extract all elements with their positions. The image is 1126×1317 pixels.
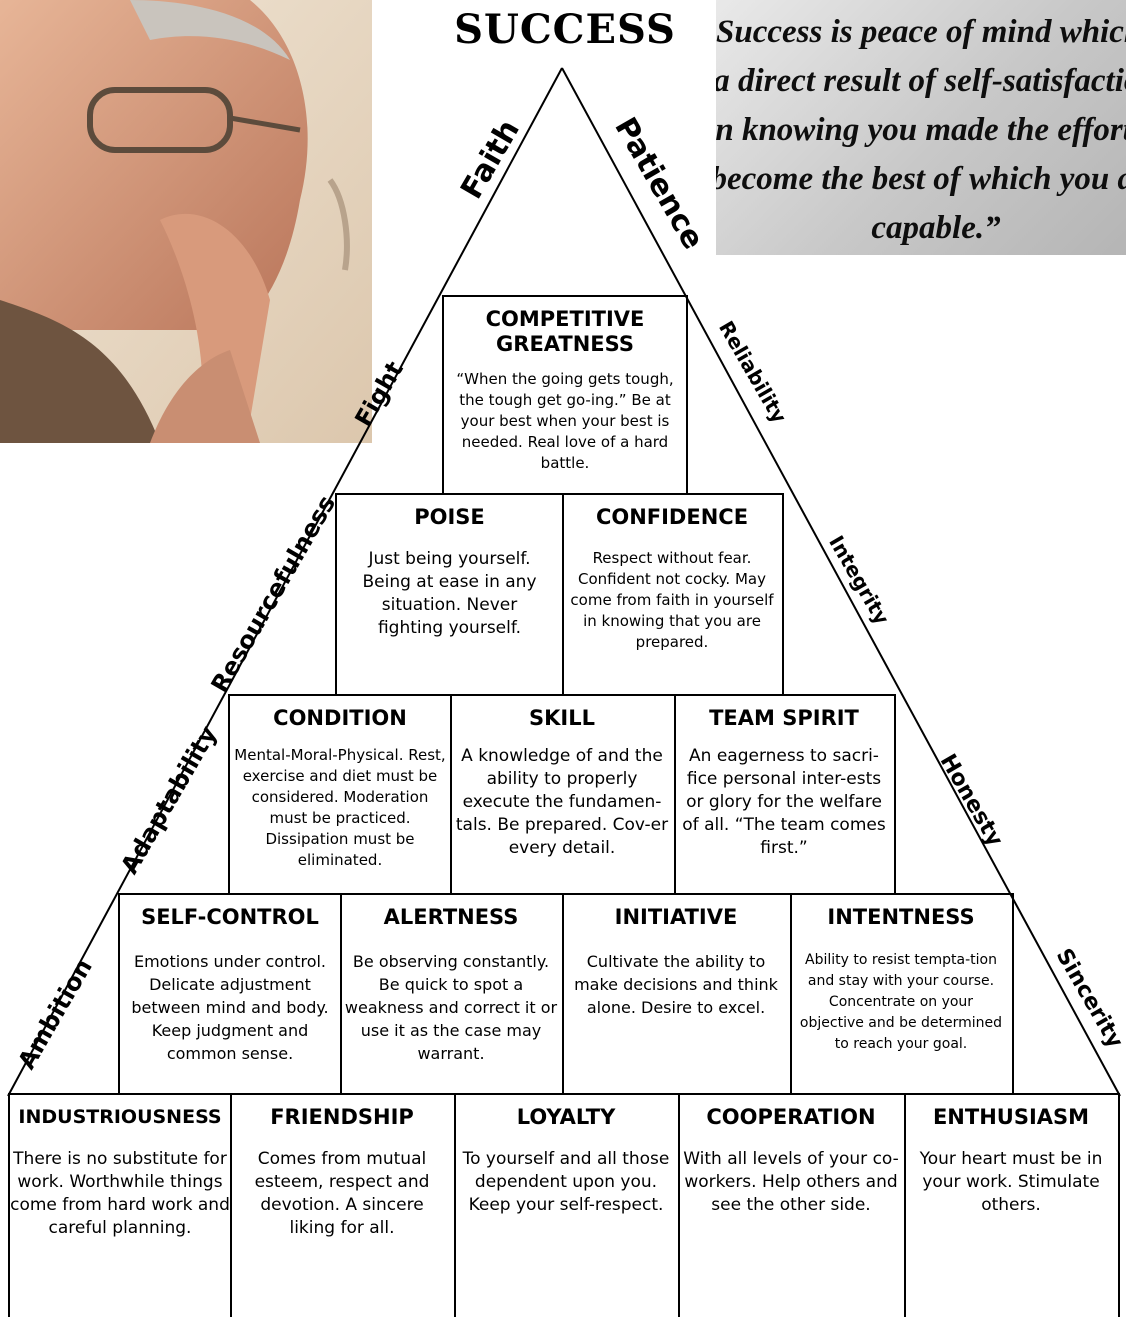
pyramid-left-edge xyxy=(7,67,563,1097)
block-text: An eagerness to sacri-fice personal inte… xyxy=(682,746,886,858)
block-text: Mental-Moral-Physical. Rest, exercise an… xyxy=(234,746,446,869)
block-title: INDUSTRIOUSNESS xyxy=(18,1106,222,1128)
block-title: SELF-CONTROL xyxy=(141,905,319,929)
block-title: TEAM SPIRIT xyxy=(709,706,859,730)
block-team-spirit: TEAM SPIRIT An eagerness to sacri-fice p… xyxy=(674,694,896,893)
block-text: “When the going gets tough, the tough ge… xyxy=(456,370,674,472)
quote-text: “Success is peace of mind which is a dir… xyxy=(716,14,1126,246)
block-title: FRIENDSHIP xyxy=(270,1105,414,1129)
pyramid-right-edge xyxy=(561,67,1121,1097)
block-title: POISE xyxy=(414,505,485,529)
block-text: A knowledge of and the ability to proper… xyxy=(455,746,669,858)
block-industriousness: INDUSTRIOUSNESS There is no substitute f… xyxy=(8,1093,232,1317)
block-text: Your heart must be in your work. Stimula… xyxy=(919,1149,1103,1215)
block-text: Comes from mutual esteem, respect and de… xyxy=(254,1149,430,1238)
block-title: INTENTNESS xyxy=(827,905,975,929)
block-title: SKILL xyxy=(529,706,595,730)
block-title: ENTHUSIASM xyxy=(932,1105,1090,1129)
block-title: CONDITION xyxy=(273,706,407,730)
block-text: To yourself and all those dependent upon… xyxy=(462,1149,670,1215)
block-text: Respect without fear. Confident not cock… xyxy=(570,549,774,651)
block-text: Emotions under control. Delicate adjustm… xyxy=(131,952,329,1063)
block-title: ALERTNESS xyxy=(383,905,519,929)
portrait-illustration xyxy=(0,0,372,443)
block-friendship: FRIENDSHIP Comes from mutual esteem, res… xyxy=(230,1093,456,1317)
block-condition: CONDITION Mental-Moral-Physical. Rest, e… xyxy=(228,694,452,893)
block-text: With all levels of your co-workers. Help… xyxy=(683,1149,899,1215)
block-competitive-greatness: COMPETITIVE GREATNESS “When the going ge… xyxy=(442,295,688,493)
quote-box: “Success is peace of mind which is a dir… xyxy=(716,0,1126,255)
block-intentness: INTENTNESS Ability to resist tempta-tion… xyxy=(790,893,1014,1093)
block-poise: POISE Just being yourself. Being at ease… xyxy=(335,493,564,694)
block-title: INITIATIVE xyxy=(614,905,738,929)
block-confidence: CONFIDENCE Respect without fear. Confide… xyxy=(562,493,784,694)
block-text: There is no substitute for work. Worthwh… xyxy=(10,1149,230,1238)
pyramid-title: SUCCESS xyxy=(454,6,676,53)
block-text: Be observing constantly. Be quick to spo… xyxy=(344,952,558,1063)
block-initiative: INITIATIVE Cultivate the ability to make… xyxy=(562,893,792,1093)
block-text: Just being yourself. Being at ease in an… xyxy=(362,549,537,638)
block-self-control: SELF-CONTROL Emotions under control. Del… xyxy=(118,893,342,1093)
block-title: COMPETITIVE GREATNESS xyxy=(485,307,645,356)
block-skill: SKILL A knowledge of and the ability to … xyxy=(450,694,676,893)
block-title: CONFIDENCE xyxy=(595,505,749,529)
block-cooperation: COOPERATION With all levels of your co-w… xyxy=(678,1093,906,1317)
portrait-photo xyxy=(0,0,372,443)
block-title: LOYALTY xyxy=(516,1105,616,1129)
block-text: Cultivate the ability to make decisions … xyxy=(574,952,778,1017)
block-alertness: ALERTNESS Be observing constantly. Be qu… xyxy=(340,893,564,1093)
block-enthusiasm: ENTHUSIASM Your heart must be in your wo… xyxy=(904,1093,1120,1317)
block-text: Ability to resist tempta-tion and stay w… xyxy=(799,952,1003,1052)
block-loyalty: LOYALTY To yourself and all those depend… xyxy=(454,1093,680,1317)
block-title: COOPERATION xyxy=(706,1105,876,1129)
